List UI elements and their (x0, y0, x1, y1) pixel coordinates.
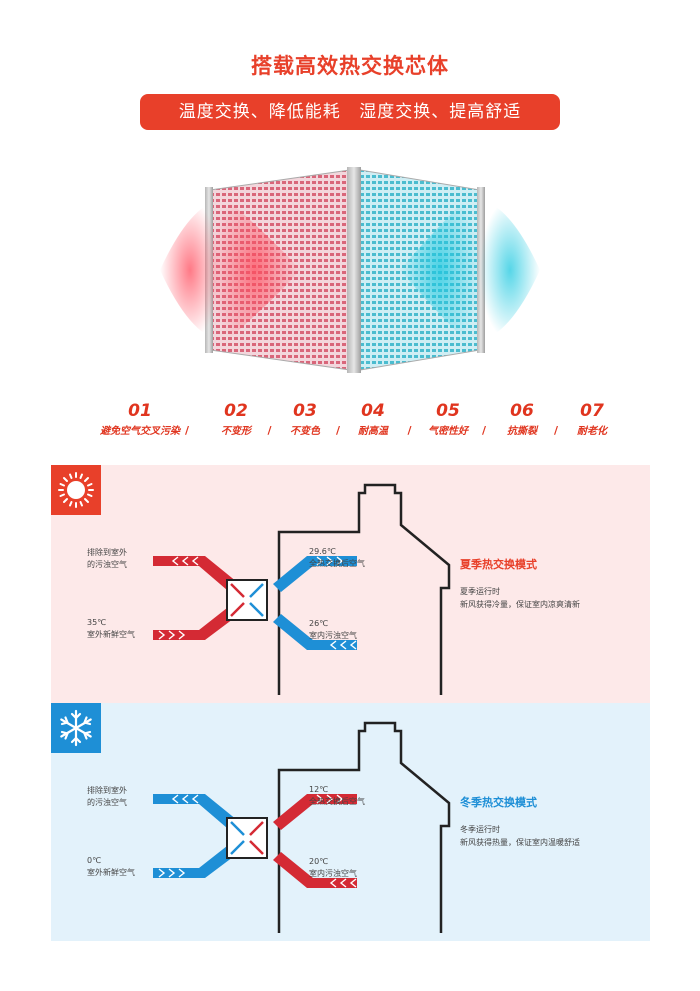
summer-mode-panel: 排除到室外 的污浊空气 35℃ 室外新鲜空气 29.6℃ 全热交换后空气 26℃… (51, 465, 650, 703)
banner-text-right: 湿度交换、提高舒适 (359, 102, 522, 122)
flow-arrow-chevron (339, 640, 347, 650)
summer-indoor-temp: 26℃ (309, 619, 329, 628)
feature-item-6: 06 抗撕裂 (472, 402, 572, 437)
sun-icon (51, 465, 101, 515)
flow-arrow-chevron (316, 556, 324, 566)
summer-fresh-temp: 35℃ (87, 618, 107, 627)
exchanger-arrow (249, 602, 264, 617)
winter-fresh-temp: 0℃ (87, 856, 102, 865)
fresh-air-duct (153, 846, 237, 878)
feature-item-1: 01 避免空气交叉污染 (90, 402, 190, 437)
winter-indoor-label: 室内污浊空气 (309, 869, 357, 878)
feature-number: 03 (293, 401, 317, 421)
flow-arrow-chevron (326, 556, 334, 566)
feature-separator: / (185, 424, 190, 437)
flow-arrow-chevron (316, 794, 324, 804)
page-title: 搭载高效热交换芯体 (251, 54, 449, 78)
snowflake-icon (51, 703, 101, 753)
summer-supply-temp: 29.6℃ (309, 547, 336, 556)
winter-supply-temp: 12℃ (309, 785, 329, 794)
feature-item-2: 02 不变形 (186, 402, 286, 437)
headline-banner: 温度交换、降低能耗 湿度交换、提高舒适 (140, 94, 560, 130)
feature-label: 抗撕裂 (507, 426, 537, 437)
winter-fresh-label: 室外新鲜空气 (87, 868, 135, 877)
winter-desc-line1: 冬季运行时 (460, 825, 500, 834)
flow-arrow-chevron (168, 868, 176, 878)
feature-number: 01 (128, 401, 152, 421)
summer-desc-line1: 夏季运行时 (460, 587, 500, 596)
flow-arrow-chevron (191, 794, 199, 804)
summer-airflow-diagram (153, 483, 451, 695)
supply-air-duct (273, 556, 357, 592)
flow-arrow-chevron (349, 878, 357, 888)
flow-arrow-chevron (181, 556, 189, 566)
summer-exhaust-label: 排除到室外 的污浊空气 (87, 548, 127, 569)
feature-label: 气密性好 (428, 426, 468, 437)
feature-number: 07 (580, 401, 604, 421)
feature-label: 耐老化 (577, 426, 607, 437)
exchanger-arrow (230, 602, 245, 617)
flow-arrow-chevron (339, 878, 347, 888)
feature-item-3: 03 不变色 (255, 402, 355, 437)
flow-arrow-chevron (178, 630, 186, 640)
exchanger-arrow (249, 821, 264, 836)
summer-mode-title: 夏季热交换模式 (460, 558, 537, 571)
feature-label: 耐高温 (358, 426, 388, 437)
house-outline (277, 721, 451, 933)
supply-air-duct (273, 794, 357, 830)
feature-item-4: 04 耐高温 (323, 402, 423, 437)
flow-arrow-chevron (158, 630, 166, 640)
flow-arrow-chevron (171, 794, 179, 804)
winter-airflow-diagram (153, 721, 451, 933)
feature-number: 05 (436, 401, 460, 421)
flow-arrow-chevron (171, 556, 179, 566)
flow-arrow-chevron (178, 868, 186, 878)
flow-arrow-chevron (336, 556, 344, 566)
exhaust-air-duct (153, 794, 237, 828)
feature-separator: / (554, 424, 559, 437)
flow-arrow-chevron (336, 794, 344, 804)
feature-separator: / (407, 424, 412, 437)
flow-arrow-chevron (191, 556, 199, 566)
feature-number: 06 (510, 401, 534, 421)
winter-desc-line2: 新风获得热量，保证室内温暖舒适 (460, 838, 580, 847)
summer-desc-line2: 新风获得冷量，保证室内凉爽清新 (460, 600, 580, 609)
flow-arrow-chevron (326, 794, 334, 804)
banner-text-left: 温度交换、降低能耗 (178, 102, 341, 122)
feature-separator: / (482, 424, 487, 437)
feature-separator: / (336, 424, 341, 437)
feature-number: 04 (361, 401, 385, 421)
feature-item-5: 05 气密性好 (398, 402, 498, 437)
house-outline (277, 483, 451, 695)
flow-arrow-chevron (329, 878, 337, 888)
feature-label: 不变形 (221, 426, 251, 437)
exchanger-arrow (230, 840, 245, 855)
summer-supply-label: 全热交换后空气 (309, 559, 365, 568)
winter-supply-label: 全热交换后空气 (309, 797, 365, 806)
flow-arrow-chevron (329, 640, 337, 650)
summer-fresh-label: 室外新鲜空气 (87, 630, 135, 639)
exchanger-arrow (249, 840, 264, 855)
fresh-air-duct (153, 608, 237, 640)
exchanger-arrow (230, 583, 245, 598)
flow-arrow-chevron (158, 868, 166, 878)
feature-number: 02 (224, 401, 248, 421)
winter-indoor-temp: 20℃ (309, 857, 329, 866)
winter-mode-title: 冬季热交换模式 (460, 796, 537, 809)
winter-mode-panel: 排除到室外 的污浊空气 0℃ 室外新鲜空气 12℃ 全热交换后空气 20℃ 室内… (51, 703, 650, 941)
flow-arrow-chevron (168, 630, 176, 640)
exchanger-arrow (230, 821, 245, 836)
feature-item-7: 07 耐老化 (542, 402, 642, 437)
winter-exhaust-label: 排除到室外 的污浊空气 (87, 786, 127, 807)
flow-arrow-chevron (181, 794, 189, 804)
feature-label: 不变色 (290, 426, 320, 437)
flow-arrow-chevron (349, 640, 357, 650)
heat-exchanger-core-illustration (160, 167, 540, 373)
exchanger-arrow (249, 583, 264, 598)
summer-indoor-label: 室内污浊空气 (309, 631, 357, 640)
feature-separator: / (267, 424, 272, 437)
feature-label: 避免空气交叉污染 (100, 426, 180, 437)
exhaust-air-duct (153, 556, 237, 590)
